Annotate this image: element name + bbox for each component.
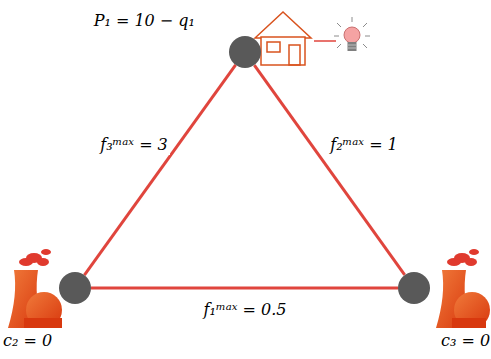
transmission-line [84,65,235,275]
node-label: P₁ = 10 − q₁ [94,11,195,31]
capacity-label: f₁ᵐᵃˣ = 0.5 [202,300,289,320]
wire [314,40,336,42]
bus-node: P₁ = 10 − q₁ [229,36,261,68]
bus-node: c₃ = 0 [398,272,430,304]
capacity-label: f₂ᵐᵃˣ = 1 [328,135,400,155]
capacity-label: f₃ᵐᵃˣ = 3 [98,135,170,155]
transmission-line [254,65,404,275]
node-label: c₂ = 0 [3,331,52,351]
transmission-line [91,287,398,290]
bus-node: c₂ = 0 [59,272,91,304]
house-icon [255,12,311,65]
power-plant-icon [8,249,62,328]
power-plant-icon [436,249,490,328]
node-label: c₃ = 0 [441,331,490,351]
bulb-icon [334,17,370,51]
